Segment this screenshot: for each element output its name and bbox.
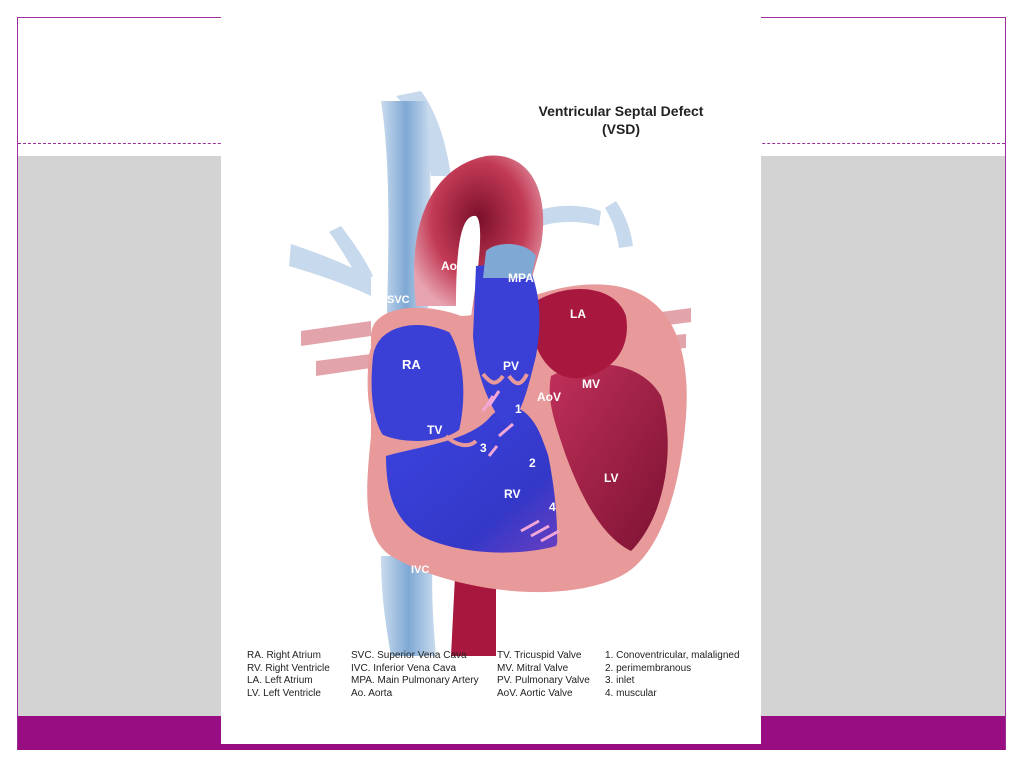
legend-item: 3. inlet [605,675,635,686]
label-svc: SVC [387,294,410,306]
label-defect-1: 1 [515,402,522,416]
label-aov: AoV [537,390,561,404]
legend-item: SVC. Superior Vena Cava [351,650,467,661]
legend-column-chambers: RA. Right Atrium RV. Right Ventricle LA.… [247,650,330,700]
legend-item: TV. Tricuspid Valve [497,650,582,661]
left-ventricle [549,364,668,551]
label-la: LA [570,307,586,321]
legend-item: LA. Left Atrium [247,675,313,686]
mpa-top [483,244,536,278]
legend-column-valves: TV. Tricuspid Valve MV. Mitral Valve PV.… [497,650,590,700]
main-pulmonary-artery [473,261,540,426]
legend-item: MV. Mitral Valve [497,662,569,674]
legend-item: 1. Conoventricular, malaligned [605,650,740,661]
legend-item: AoV. Aortic Valve [497,687,573,699]
legend-item: Ao. Aorta [351,687,393,699]
label-ao: Ao [441,259,457,273]
label-defect-2: 2 [529,456,536,470]
pulmonary-valve [481,372,529,386]
legend-column-defect-types: 1. Conoventricular, malaligned 2. perime… [605,650,740,700]
legend-item: 2. perimembranous [605,662,692,674]
left-atrium [533,289,627,379]
ventricular-septum [535,395,566,552]
legend-item: MPA. Main Pulmonary Artery [351,675,479,686]
heart-diagram: SVC IVC Ao MPA LA RA PV AoV MV TV RV LV … [289,91,691,656]
label-rv: RV [504,487,520,501]
legend-column-vessels: SVC. Superior Vena Cava IVC. Inferior Ve… [351,650,479,700]
label-pv: PV [503,359,519,373]
label-defect-3: 3 [480,441,487,455]
label-lv: LV [604,471,618,485]
label-ivc: IVC [411,564,429,576]
legend-item: PV. Pulmonary Valve [497,675,590,686]
legend-item: RA. Right Atrium [247,650,321,661]
legend-item: IVC. Inferior Vena Cava [351,662,457,674]
label-defect-4: 4 [549,500,556,514]
legend-item: 4. muscular [605,687,657,699]
label-mpa: MPA [508,271,534,285]
label-tv: TV [427,423,442,437]
diagram-title: Ventricular Septal Defect (VSD) [521,102,721,138]
right-ventricle [386,406,561,553]
ivc-vessel [381,556,436,656]
vsd-figure: SVC IVC Ao MPA LA RA PV AoV MV TV RV LV … [221,16,761,744]
tricuspid-valve [444,434,478,448]
diagram-title-line2: (VSD) [601,121,641,137]
label-ra: RA [402,357,421,372]
diagram-title-line1: Ventricular Septal Defect [538,103,704,119]
right-atrium [367,321,468,445]
legend-item: RV. Right Ventricle [247,662,330,674]
label-mv: MV [582,377,600,391]
legend-item: LV. Left Ventricle [247,687,321,699]
defect-arrows [481,390,560,543]
